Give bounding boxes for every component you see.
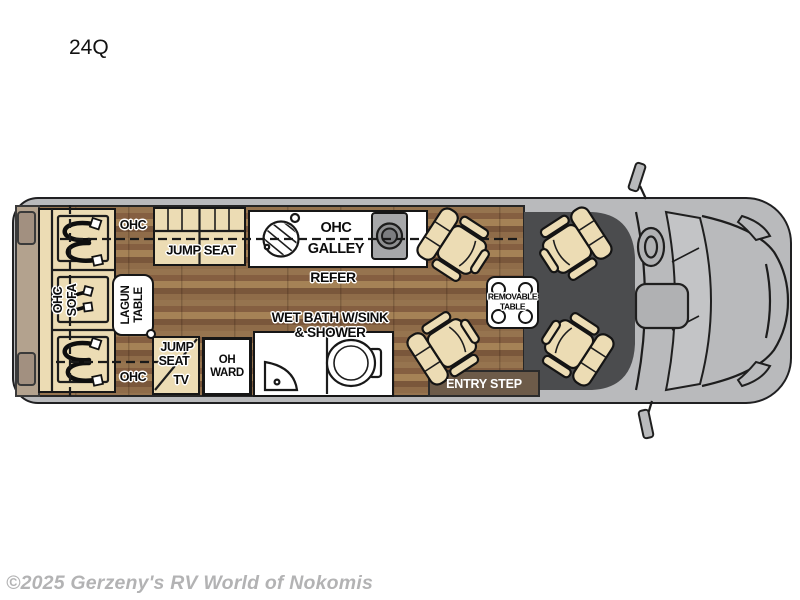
side-mirror-bottom-icon xyxy=(637,400,655,440)
cup-holder-icon xyxy=(491,309,506,324)
ohc-sofa-line2: SOFA xyxy=(65,283,79,317)
removable-line1: REMOVABLE xyxy=(487,291,538,302)
lagun-line2: TABLE xyxy=(133,287,145,323)
ohc-sofa-label: OHC SOFA xyxy=(51,284,79,316)
wet-bath-line1: WET BATH W/SINK xyxy=(271,309,389,325)
jump-seat-tv-line3: TV xyxy=(173,373,189,387)
lagun-table-pivot xyxy=(146,329,156,339)
ohc-bottom-label: OHC xyxy=(119,370,147,384)
oh-ward-label: OH WARD xyxy=(210,354,244,380)
ohc-galley-label: OHC GALLEY xyxy=(307,218,365,260)
lagun-line1: LAGUN xyxy=(120,285,133,325)
ohc-galley-line2: GALLEY xyxy=(307,241,365,257)
wet-bath-line2: & SHOWER xyxy=(294,325,366,340)
ohc-top-label: OHC xyxy=(119,218,147,232)
rear-door-hinge-top xyxy=(17,211,36,245)
ohc-galley-line1: OHC xyxy=(320,219,352,236)
cooktop xyxy=(371,212,408,260)
jump-seat-tv-line1: JUMP xyxy=(160,340,194,354)
lagun-table-label: LAGUN TABLE xyxy=(120,286,146,325)
dealer-watermark: ©2025 Gerzeny's RV World of Nokomis xyxy=(6,572,373,594)
side-mirror-top-icon xyxy=(627,161,647,200)
oh-ward-line2: WARD xyxy=(210,367,244,379)
overhead-wardrobe xyxy=(202,337,252,396)
wet-bath-label: WET BATH W/SINK & SHOWER xyxy=(272,310,389,340)
model-title: 24Q xyxy=(69,36,109,59)
oh-ward-line1: OH xyxy=(218,354,236,367)
rear-door-hinge-bottom xyxy=(17,352,36,386)
entry-step-label: ENTRY STEP xyxy=(446,377,522,391)
jump-seat-tv-line2: SEAT xyxy=(158,354,190,368)
refer-label: REFER xyxy=(310,269,356,286)
removable-line2: TABLE xyxy=(499,301,526,311)
jump-seat-label: JUMP SEAT xyxy=(166,242,236,258)
lagun-table xyxy=(112,274,154,336)
ohc-sofa-line1: OHC xyxy=(51,286,65,314)
removable-table-label: REMOVABLE TABLE xyxy=(487,291,538,311)
wet-bath xyxy=(253,331,394,397)
